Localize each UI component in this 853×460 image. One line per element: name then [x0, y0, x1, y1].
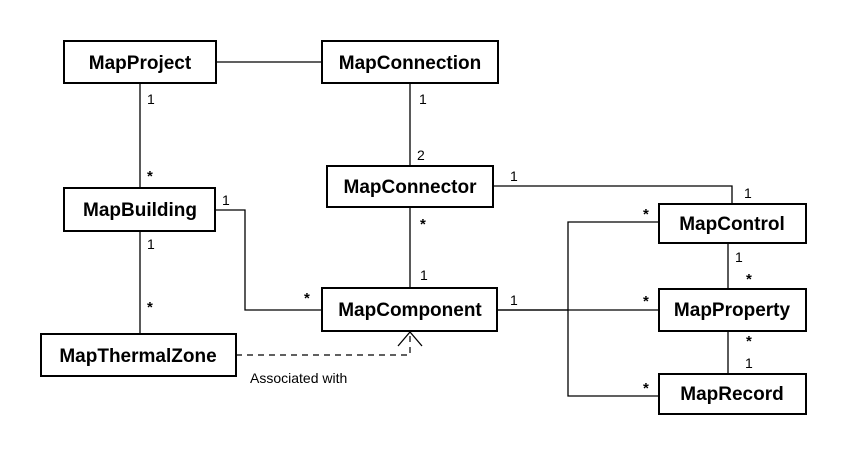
- multiplicity-label: *: [643, 206, 649, 223]
- class-map-connection: MapConnection: [321, 40, 499, 84]
- class-map-property: MapProperty: [658, 288, 807, 332]
- multiplicity-label: *: [147, 168, 153, 185]
- class-name: MapRecord: [680, 384, 783, 405]
- multiplicity-label: *: [746, 333, 752, 350]
- multiplicity-label: *: [746, 271, 752, 288]
- edge-zone-component-dependency: [236, 332, 411, 356]
- multiplicity-label: 1: [510, 168, 518, 184]
- class-map-control: MapControl: [658, 203, 807, 244]
- class-name: MapConnection: [339, 53, 482, 74]
- multiplicity-label: 1: [735, 249, 743, 265]
- class-name: MapControl: [679, 214, 785, 235]
- class-map-connector: MapConnector: [326, 165, 494, 208]
- multiplicity-label: 1: [510, 292, 518, 308]
- multiplicity-label: *: [304, 290, 310, 307]
- multiplicity-label: 1: [419, 91, 427, 107]
- class-map-record: MapRecord: [658, 373, 807, 415]
- class-name: MapProject: [89, 53, 192, 74]
- edge-building-component: [215, 209, 322, 311]
- class-map-thermal-zone: MapThermalZone: [40, 333, 237, 377]
- multiplicity-label: *: [420, 216, 426, 233]
- multiplicity-label: 1: [147, 236, 155, 252]
- class-name: MapProperty: [674, 300, 791, 321]
- class-name: MapComponent: [338, 300, 482, 321]
- multiplicity-label: 1: [222, 192, 230, 208]
- multiplicity-label: 2: [417, 147, 425, 163]
- multiplicity-label: 1: [420, 267, 428, 283]
- multiplicity-label: *: [643, 293, 649, 310]
- multiplicity-label: *: [643, 380, 649, 397]
- class-name: MapBuilding: [83, 200, 197, 221]
- class-map-component: MapComponent: [321, 287, 498, 332]
- edge-connector-control: [493, 185, 733, 204]
- class-map-building: MapBuilding: [63, 187, 216, 232]
- multiplicity-label: 1: [147, 91, 155, 107]
- multiplicity-label: 1: [745, 355, 753, 371]
- class-name: MapThermalZone: [59, 346, 216, 367]
- multiplicity-label: 1: [744, 185, 752, 201]
- edge-bus-control: [567, 221, 659, 397]
- association-note: Associated with: [250, 370, 347, 386]
- class-name: MapConnector: [344, 177, 478, 198]
- multiplicity-label: *: [147, 299, 153, 316]
- class-map-project: MapProject: [63, 40, 217, 84]
